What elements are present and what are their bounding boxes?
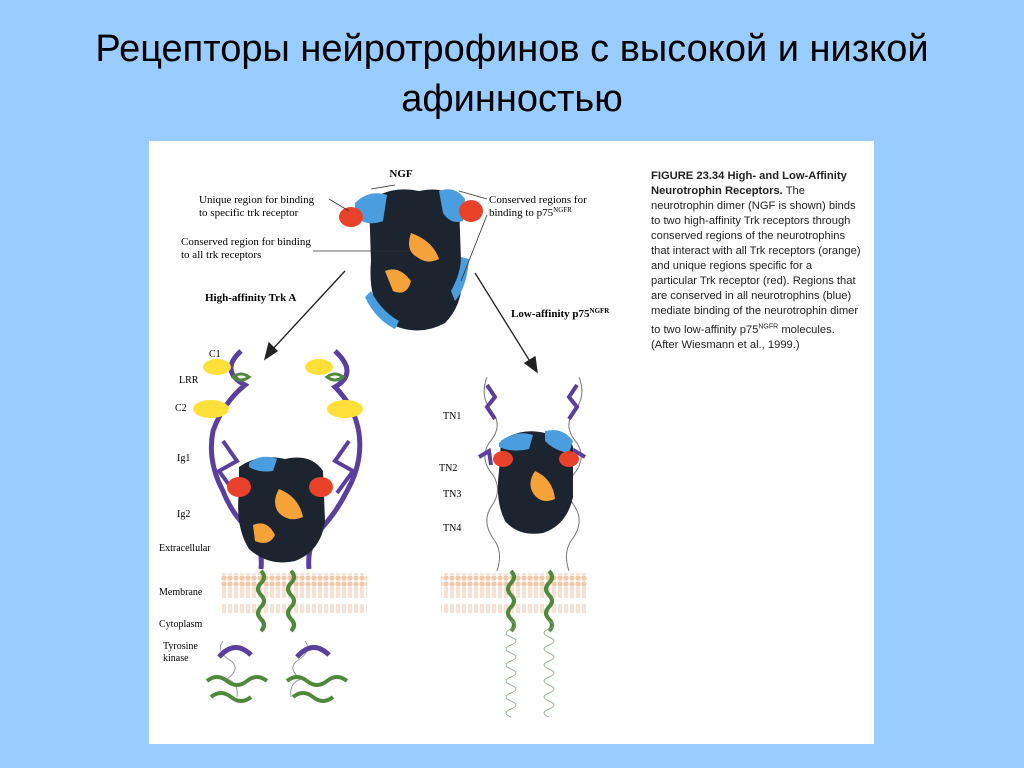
p75-domain-tn2: TN2 <box>439 463 457 474</box>
p75-domain-tn1: TN1 <box>443 411 461 422</box>
layer-cytoplasm-label: Cytoplasm <box>159 619 203 630</box>
binding-arrows <box>263 270 538 374</box>
p75-domain-tn3: TN3 <box>443 489 461 500</box>
conserved-p75-label-line1: Conserved regions for <box>489 194 587 206</box>
kinase-label-line1: Tyrosine <box>163 641 198 652</box>
receptor-diagram: NGF Unique region for binding to specifi… <box>159 168 610 718</box>
trk-domain-ig1: Ig1 <box>177 453 190 464</box>
trk-domain-lrr: LRR <box>179 375 199 386</box>
unique-region-label-line2: to specific trk receptor <box>199 207 299 219</box>
trka-complex <box>193 349 363 703</box>
caption-heading: FIGURE 23.34 High- and Low-Affinity Neur… <box>651 170 847 197</box>
conserved-p75-label-line2: binding to p75NGFR <box>489 206 572 219</box>
layer-extracellular-label: Extracellular <box>159 543 211 554</box>
trk-domain-c2: C2 <box>175 403 187 414</box>
unique-region-label-line1: Unique region for binding <box>199 194 315 206</box>
kinase-label-line2: kinase <box>163 653 189 664</box>
layer-membrane-label: Membrane <box>159 587 203 598</box>
conserved-trk-label-line2: to all trk receptors <box>181 249 261 261</box>
leader-lines <box>313 184 488 282</box>
p75-complex <box>477 376 587 718</box>
high-affinity-label: High-affinity Trk A <box>205 292 296 304</box>
low-affinity-label: Low-affinity p75NGFR <box>511 307 610 320</box>
p75-domain-tn4: TN4 <box>443 523 461 534</box>
slide-title: Рецепторы нейротрофинов с высокой и низк… <box>95 28 929 120</box>
figure-caption: FIGURE 23.34 High- and Low-Affinity Neur… <box>651 169 861 353</box>
conserved-trk-label-line1: Conserved region for binding <box>181 236 311 248</box>
trka-transmembrane-helices <box>256 569 296 633</box>
ngf-dimer <box>339 189 483 331</box>
trk-domain-c1: C1 <box>209 349 221 360</box>
ngf-label: NGF <box>389 168 413 180</box>
figure-panel: NGF Unique region for binding to specifi… <box>149 141 874 744</box>
trk-domain-ig2: Ig2 <box>177 509 190 520</box>
caption-body: The neurotrophin dimer (NGF is shown) bi… <box>651 185 861 351</box>
